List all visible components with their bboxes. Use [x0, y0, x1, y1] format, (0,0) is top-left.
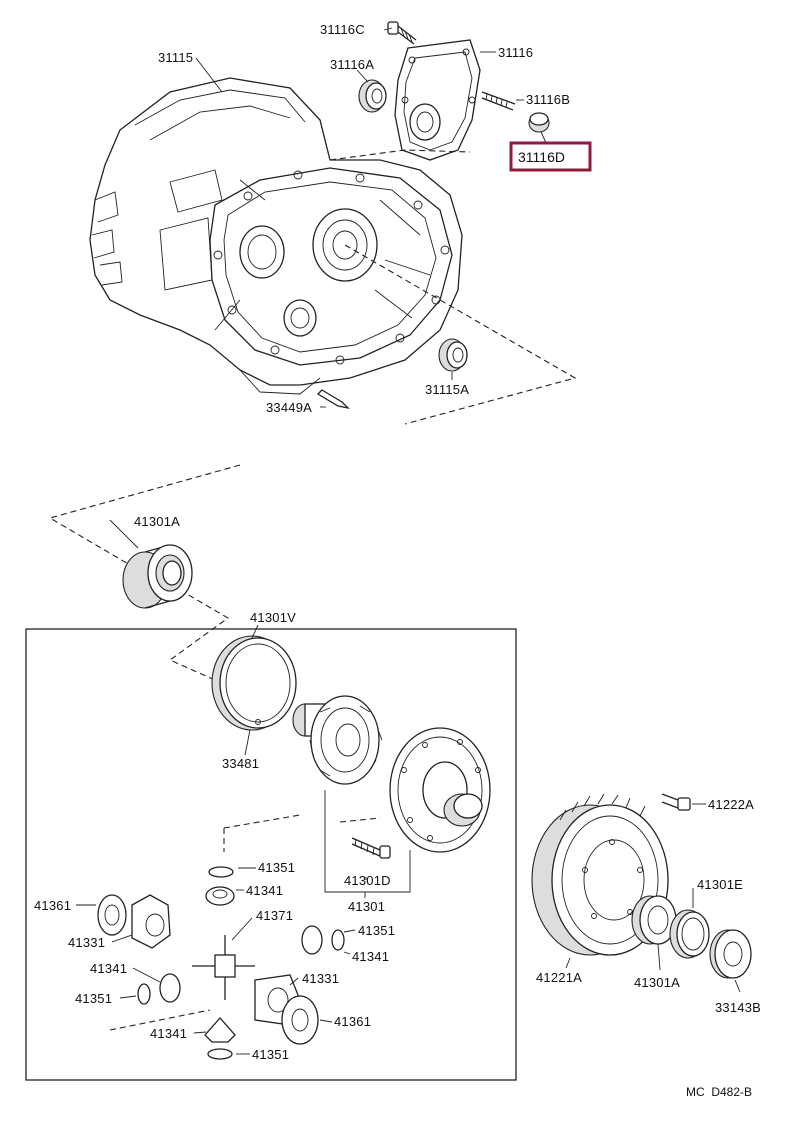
bearing-41301A-upper — [122, 544, 193, 609]
label-31116[interactable]: 31116 — [498, 45, 533, 60]
assembly-line-shaft — [339, 817, 381, 823]
label-31116B[interactable]: 31116B — [526, 92, 570, 107]
oil-seal-31116A — [358, 79, 387, 113]
diff-case-left — [292, 695, 383, 785]
transaxle-case-31115 — [89, 77, 463, 395]
pin-33449A — [316, 389, 350, 410]
label-41351-b[interactable]: 41351 — [358, 923, 395, 938]
label-41351-d[interactable]: 41351 — [252, 1047, 289, 1062]
label-41301A-top[interactable]: 41301A — [134, 514, 180, 529]
label-41301D[interactable]: 41301D — [344, 873, 391, 888]
label-33481[interactable]: 33481 — [222, 756, 259, 771]
label-41361-a[interactable]: 41361 — [34, 898, 71, 913]
label-41341-c[interactable]: 41341 — [90, 961, 127, 976]
label-41351-a[interactable]: 41351 — [258, 860, 295, 875]
drawing-code: MC D482-B — [686, 1085, 752, 1099]
nut-31116D — [528, 112, 550, 133]
assembly-line-case-seal — [344, 244, 577, 425]
label-41331-b[interactable]: 41331 — [302, 971, 339, 986]
assembly-line-pinion-top — [223, 814, 301, 852]
assembly-line-cover — [329, 149, 471, 161]
bolt-31116C — [387, 21, 417, 45]
label-41341-d[interactable]: 41341 — [150, 1026, 187, 1041]
stud-31116B — [481, 91, 516, 111]
label-41361-b[interactable]: 41361 — [334, 1014, 371, 1029]
label-41301E[interactable]: 41301E — [697, 877, 743, 892]
selected-part-highlight-box[interactable] — [509, 141, 592, 172]
label-31115A[interactable]: 31115A — [425, 382, 469, 397]
label-41222A[interactable]: 41222A — [708, 797, 754, 812]
oil-seal-31115A — [438, 338, 468, 372]
bolt-41301D — [351, 837, 391, 859]
label-41301A-bottom[interactable]: 41301A — [634, 975, 680, 990]
label-41351-c[interactable]: 41351 — [75, 991, 112, 1006]
assembly-line-upper-lower — [48, 464, 241, 681]
label-31116A[interactable]: 31116A — [330, 57, 374, 72]
pinion-gears — [97, 866, 345, 1060]
bolt-41222A — [661, 793, 691, 811]
label-31116C[interactable]: 31116C — [320, 22, 365, 37]
label-31116D[interactable]: 31116D — [518, 149, 565, 165]
ring-33481 — [211, 635, 297, 731]
label-33143B[interactable]: 33143B — [715, 1000, 761, 1015]
label-41301V[interactable]: 41301V — [250, 610, 296, 625]
label-41301[interactable]: 41301 — [348, 899, 385, 914]
race-41301E — [669, 909, 710, 959]
assembly-line-pinion-bottom — [109, 1009, 211, 1031]
case-cover-31116 — [394, 39, 481, 161]
part-labels: 31116C 31116 31115 31116A 31116B 31115A … — [34, 22, 761, 1099]
label-41221A[interactable]: 41221A — [536, 970, 582, 985]
label-31115[interactable]: 31115 — [158, 50, 193, 65]
label-41331-a[interactable]: 41331 — [68, 935, 105, 950]
diff-case-right — [389, 727, 491, 853]
label-33449A[interactable]: 33449A — [266, 400, 312, 415]
kit-frame-41301V — [25, 628, 517, 1081]
label-41371[interactable]: 41371 — [256, 908, 293, 923]
shim-33143B — [709, 929, 752, 979]
label-41341-b[interactable]: 41341 — [352, 949, 389, 964]
label-41341-a[interactable]: 41341 — [246, 883, 283, 898]
bracket-41301 — [324, 790, 411, 893]
bearing-41301A-lower — [631, 895, 677, 945]
